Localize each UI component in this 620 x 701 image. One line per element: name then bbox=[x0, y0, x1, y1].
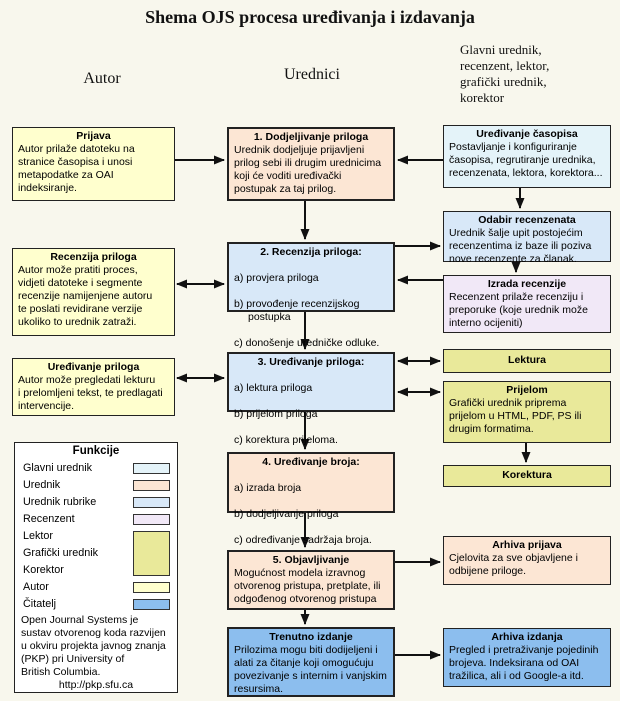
box-uredjivanje-casopisa-body: Postavljanje i konfiguriranje časopisa, … bbox=[449, 141, 603, 179]
box-prijava-title: Prijava bbox=[76, 130, 111, 142]
box-arhiva-prijava-title: Arhiva prijava bbox=[492, 539, 562, 551]
box-arhiva-izdanja-body: Pregled i pretraživanje pojedinih brojev… bbox=[449, 644, 599, 682]
box-izrada-recenzije-body: Recenzent prilaže recenziju i preporuke … bbox=[449, 291, 588, 329]
box-uredjivanje-priloga-autor: Uređivanje priloga Autor može pregledati… bbox=[12, 358, 175, 416]
box-prijava: Prijava Autor prilaže datoteku na strani… bbox=[12, 127, 175, 201]
box-prijelom-title: Prijelom bbox=[506, 384, 548, 396]
box-trenutno-izdanje-body: Prilozima mogu biti dodijeljeni i alati … bbox=[234, 644, 387, 695]
legend-funkcije: Funkcije Glavni urednik Urednik Urednik … bbox=[14, 442, 178, 693]
box-trenutno-izdanje: Trenutno izdanje Prilozima mogu biti dod… bbox=[227, 627, 395, 697]
legend-label: Urednik rubrike bbox=[23, 496, 97, 508]
legend-label: Urednik bbox=[23, 479, 61, 491]
box-uredjivanje-casopisa-title: Uređivanje časopisa bbox=[476, 128, 578, 140]
box-step3-line: c) korektura prijeloma. bbox=[234, 434, 338, 446]
page-title: Shema OJS procesa uređivanja i izdavanja bbox=[145, 7, 475, 27]
color-swatch-glavni-urednik bbox=[133, 463, 170, 474]
box-step5-objavljivanje: 5. Objavljivanje Mogućnost modela izravn… bbox=[227, 550, 395, 610]
legend-label: Grafički urednik bbox=[23, 547, 99, 559]
box-step4-line: c) određivanje sadržaja broja. bbox=[234, 534, 372, 546]
column-header-autor: Autor bbox=[83, 70, 121, 87]
box-korektura: Korektura bbox=[443, 465, 611, 487]
legend-item-glavni-urednik: Glavni urednik bbox=[15, 460, 177, 477]
color-swatch-urednik-rubrike bbox=[133, 497, 170, 508]
box-lektura-title: Lektura bbox=[508, 354, 546, 366]
box-prijelom: Prijelom Grafički urednik priprema prije… bbox=[443, 381, 611, 443]
legend-label: Čitatelj bbox=[23, 598, 57, 610]
legend-item-lektor-graficki-korektor: Lektor Grafički urednik Korektor bbox=[15, 528, 177, 579]
box-step1-body: Urednik dodjeljuje prijavljeni prilog se… bbox=[234, 144, 382, 195]
box-step1-title: 1. Dodjeljivanje priloga bbox=[253, 131, 369, 143]
box-step3-line: a) lektura priloga bbox=[234, 382, 313, 394]
legend-item-urednik-rubrike: Urednik rubrike bbox=[15, 494, 177, 511]
color-swatch-autor bbox=[133, 582, 170, 593]
box-step5-body: Mogućnost modela izravnog otvorenog pris… bbox=[234, 567, 381, 605]
box-korektura-title: Korektura bbox=[502, 469, 552, 481]
box-step2-line: a) provjera priloga bbox=[234, 272, 319, 284]
column-header-ostali: Glavni urednik, recenzent, lektor, grafi… bbox=[460, 42, 550, 105]
box-step5-title: 5. Objavljivanje bbox=[272, 554, 350, 566]
box-recenzija-priloga-body: Autor može pratiti proces, vidjeti datot… bbox=[18, 264, 153, 328]
box-arhiva-izdanja: Arhiva izdanja Pregled i pretraživanje p… bbox=[443, 628, 611, 687]
box-izrada-recenzije: Izrada recenzije Recenzent prilaže recen… bbox=[443, 275, 611, 333]
box-step3-uredjivanje-priloga: 3. Uređivanje priloga: a) lektura prilog… bbox=[227, 352, 395, 446]
box-uredjivanje-priloga-autor-body: Autor može pregledati lekturu i prelomlj… bbox=[18, 374, 163, 412]
box-step2-line: b) provođenje recenzijskog postupka bbox=[234, 298, 360, 323]
legend-url: http://pkp.sfu.ca bbox=[58, 679, 134, 691]
box-uredjivanje-priloga-autor-title: Uređivanje priloga bbox=[47, 361, 140, 373]
box-odabir-recenzenata: Odabir recenzenata Urednik šalje upit po… bbox=[443, 211, 611, 265]
legend-item-urednik: Urednik bbox=[15, 477, 177, 494]
box-recenzija-priloga: Recenzija priloga Autor može pratiti pro… bbox=[12, 248, 175, 336]
legend-label: Lektor bbox=[23, 530, 54, 542]
legend-label: Recenzent bbox=[23, 513, 75, 525]
box-uredjivanje-casopisa: Uređivanje časopisa Postavljanje i konfi… bbox=[443, 125, 611, 188]
box-lektura: Lektura bbox=[443, 349, 611, 373]
legend-label: Glavni urednik bbox=[23, 462, 93, 474]
box-step4-line: b) dodjeljivanje priloga bbox=[234, 508, 339, 520]
box-arhiva-izdanja-title: Arhiva izdanja bbox=[491, 631, 563, 643]
legend-item-recenzent: Recenzent bbox=[15, 511, 177, 528]
box-step1-dodjeljivanje: 1. Dodjeljivanje priloga Urednik dodjelj… bbox=[227, 127, 395, 201]
color-swatch-urednik bbox=[133, 480, 170, 491]
box-prijava-body: Autor prilaže datoteku na stranice časop… bbox=[18, 143, 135, 194]
column-header-urednici: Urednici bbox=[284, 66, 340, 83]
box-odabir-recenzenata-title: Odabir recenzenata bbox=[478, 214, 576, 226]
box-izrada-recenzije-title: Izrada recenzije bbox=[487, 278, 567, 290]
box-step2-title: 2. Recenzija priloga: bbox=[260, 246, 362, 258]
color-swatch-lektor-graficki-korektor bbox=[133, 531, 170, 576]
box-recenzija-priloga-title: Recenzija priloga bbox=[50, 251, 137, 263]
box-step2-line: c) donošenje uredničke odluke. bbox=[234, 337, 380, 349]
legend-title: Funkcije bbox=[72, 445, 120, 457]
box-step2-recenzija: 2. Recenzija priloga: a) provjera prilog… bbox=[227, 242, 395, 349]
box-step3-title: 3. Uređivanje priloga: bbox=[257, 356, 365, 368]
legend-item-autor: Autor bbox=[15, 579, 177, 596]
box-prijelom-body: Grafički urednik priprema prijelom u HTM… bbox=[449, 397, 582, 435]
box-arhiva-prijava: Arhiva prijava Cjelovita za sve objavlje… bbox=[443, 536, 611, 585]
box-step4-uredjivanje-broja: 4. Uređivanje broja: a) izrada broja b) … bbox=[227, 452, 395, 546]
color-swatch-citatelj bbox=[133, 599, 170, 610]
box-odabir-recenzenata-body: Urednik šalje upit postojećim recenzenti… bbox=[449, 227, 592, 265]
legend-label: Autor bbox=[23, 581, 49, 593]
legend-footer-text: Open Journal Systems je sustav otvorenog… bbox=[21, 614, 166, 678]
color-swatch-recenzent bbox=[133, 514, 170, 525]
box-arhiva-prijava-body: Cjelovita za sve objavljene i odbijene p… bbox=[449, 552, 578, 577]
box-step4-line: a) izrada broja bbox=[234, 482, 302, 494]
legend-label: Korektor bbox=[23, 564, 64, 576]
box-trenutno-izdanje-title: Trenutno izdanje bbox=[269, 631, 353, 643]
box-step4-title: 4. Uređivanje broja: bbox=[262, 456, 360, 468]
legend-item-citatelj: Čitatelj bbox=[15, 596, 177, 613]
box-step3-line: b) prijelom priloga bbox=[234, 408, 318, 420]
